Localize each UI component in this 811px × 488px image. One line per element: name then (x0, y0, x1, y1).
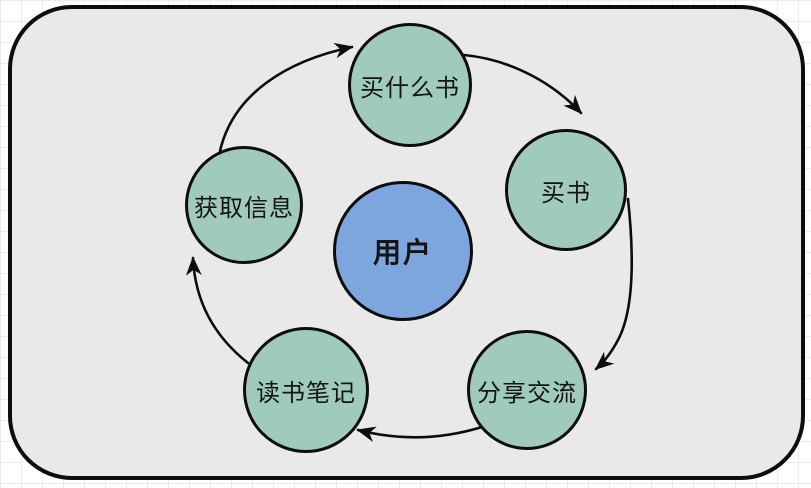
node-share-and-exchange: 分享交流 (467, 330, 587, 450)
node-get-information-label: 获取信息 (194, 194, 294, 222)
node-what-book-to-buy: 买什么书 (348, 23, 472, 147)
node-get-information: 获取信息 (185, 146, 303, 264)
node-reading-notes: 读书笔记 (243, 327, 369, 453)
node-buy-book: 买书 (505, 129, 627, 251)
node-buy-book-label: 买书 (541, 179, 591, 207)
node-user-center: 用户 (333, 181, 473, 321)
node-user-label: 用户 (372, 237, 433, 268)
node-what-book-to-buy-label: 买什么书 (360, 74, 460, 102)
node-reading-notes-label: 读书笔记 (256, 379, 356, 407)
node-share-and-exchange-label: 分享交流 (477, 379, 577, 407)
